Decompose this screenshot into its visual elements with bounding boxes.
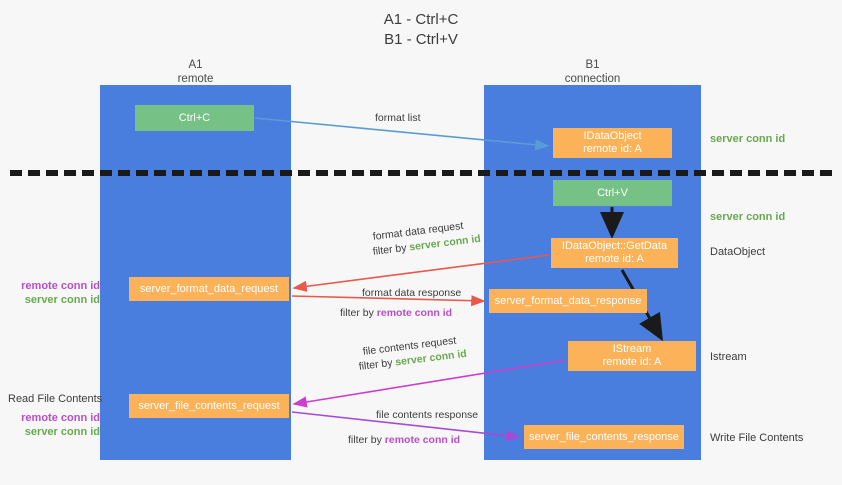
title-line-2: B1 - Ctrl+V <box>384 31 458 48</box>
node-ctrl-v-label: Ctrl+V <box>597 186 628 199</box>
node-server-file-contents-request-label: server_file_contents_request <box>138 399 280 412</box>
annotation-server-conn-id-top: server conn id <box>710 133 786 145</box>
label-filter-prefix: filter by <box>372 241 411 258</box>
annotation-istream: Istream <box>710 351 747 363</box>
node-idataobject[interactable]: IDataObject remote id: A <box>553 128 672 158</box>
node-server-file-contents-response-label: server_file_contents_response <box>529 430 679 443</box>
label-file-contents-response-filter: filter by remote conn id <box>348 433 460 447</box>
node-istream-label: IStream <box>612 343 652 355</box>
node-getdata-label: IDataObject::GetData <box>561 240 668 252</box>
node-istream-sub: remote id: A <box>602 356 662 368</box>
node-idataobject-label: IDataObject <box>583 130 642 142</box>
label-format-list: format list <box>375 111 421 125</box>
title-line-1: A1 - Ctrl+C <box>383 11 459 28</box>
label-filter-value-remote-conn-id: remote conn id <box>384 434 461 446</box>
annotation-left-conn-ids-bottom: remote conn id server conn id <box>8 411 100 439</box>
lane-a1-role: remote <box>177 73 214 85</box>
label-format-list-text: format list <box>375 112 421 124</box>
lane-b1-role: connection <box>564 73 621 85</box>
label-format-data-response-filter: filter by remote conn id <box>340 306 452 320</box>
node-ctrl-v[interactable]: Ctrl+V <box>553 180 672 206</box>
annotation-read-file-contents: Read File Contents <box>8 393 103 405</box>
lane-b1-name: B1 <box>585 59 600 71</box>
annotation-write-file-contents: Write File Contents <box>710 432 804 444</box>
label-filter-prefix: filter by <box>348 434 385 446</box>
label-filter-prefix: filter by <box>340 307 377 319</box>
label-format-data-response-text: format data response <box>362 287 462 299</box>
node-server-format-data-response-label: server_format_data_response <box>494 294 642 307</box>
label-file-contents-response-text: file contents response <box>376 409 479 421</box>
annotation-server-conn-id-mid: server conn id <box>710 211 786 223</box>
phase-divider <box>10 170 832 176</box>
annotation-remote-conn-id-2: remote conn id <box>21 412 100 424</box>
diagram-title: A1 - Ctrl+C B1 - Ctrl+V <box>0 10 842 50</box>
node-server-format-data-response[interactable]: server_format_data_response <box>489 289 647 313</box>
annotation-server-conn-id-1: server conn id <box>24 294 100 306</box>
lane-a1-name: A1 <box>188 59 203 71</box>
node-getdata-sub: remote id: A <box>585 253 644 265</box>
node-server-format-data-request-label: server_format_data_request <box>139 282 279 295</box>
node-ctrl-c[interactable]: Ctrl+C <box>135 105 254 131</box>
annotation-remote-conn-id-1: remote conn id <box>21 280 100 292</box>
node-ctrl-c-label: Ctrl+C <box>178 111 211 124</box>
annotation-server-conn-id-2: server conn id <box>24 426 100 438</box>
node-idataobject-sub: remote id: A <box>583 143 642 155</box>
node-server-file-contents-request[interactable]: server_file_contents_request <box>129 394 289 418</box>
label-format-data-response: format data response <box>362 286 461 300</box>
lane-header-b1: B1 connection <box>484 58 701 86</box>
node-getdata[interactable]: IDataObject::GetData remote id: A <box>551 238 678 268</box>
lane-header-a1: A1 remote <box>100 58 291 86</box>
node-istream[interactable]: IStream remote id: A <box>568 341 696 371</box>
annotation-dataobject: DataObject <box>710 246 766 258</box>
node-server-format-data-request[interactable]: server_format_data_request <box>129 277 289 301</box>
label-filter-value-remote-conn-id: remote conn id <box>376 307 453 319</box>
annotation-left-conn-ids-top: remote conn id server conn id <box>8 279 100 307</box>
node-server-file-contents-response[interactable]: server_file_contents_response <box>524 425 684 449</box>
label-file-contents-response: file contents response <box>376 408 478 422</box>
label-filter-prefix: filter by <box>358 356 397 373</box>
